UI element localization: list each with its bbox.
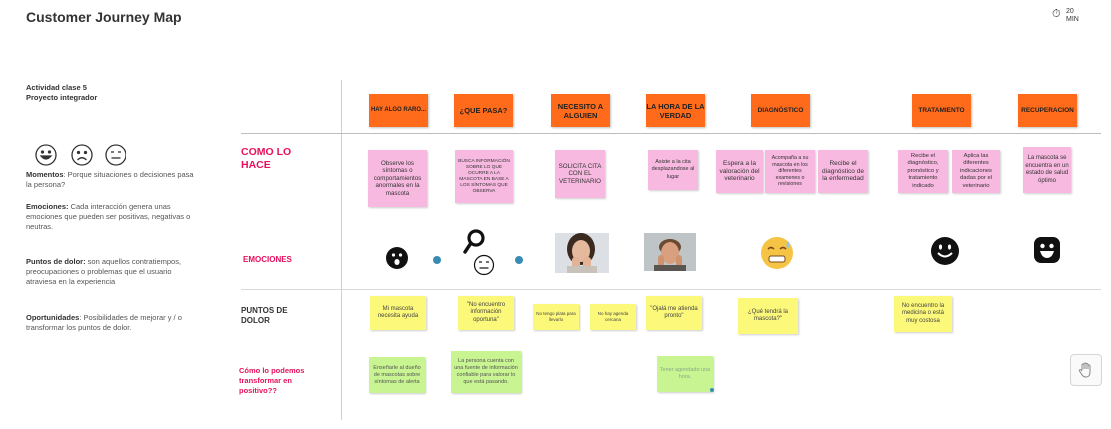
shocked-face-icon	[385, 246, 409, 275]
pain-note[interactable]: No tengo plata para llevarlo	[533, 304, 579, 330]
stressed-man-photo	[644, 233, 696, 276]
como-note[interactable]: SOLICITA CITA CON EL VETERINARIO	[555, 150, 605, 198]
como-note[interactable]: Acompaña a su mascota en los diferentes …	[765, 150, 815, 193]
emotion-dot	[515, 256, 523, 264]
activity-info: Actividad clase 5 Proyecto integrador	[26, 83, 97, 103]
grinning-face-icon	[1033, 236, 1061, 269]
stage-card[interactable]: NECESITO A ALGUIEN	[551, 94, 610, 127]
stage-card[interactable]: DIAGNÓSTICO	[751, 94, 810, 127]
opportunity-note[interactable]: Tener agendado una hora.	[657, 356, 713, 392]
row-divider	[241, 133, 1101, 134]
row-label-emociones: EMOCIONES	[243, 255, 292, 264]
column-divider	[341, 80, 342, 420]
legend-momentos: Momentos: Porque situaciones o decisione…	[26, 170, 194, 189]
como-note[interactable]: Recibe el diagnóstico, pronóstico y trat…	[898, 150, 948, 193]
legend-emociones: Emociones: Cada interacción genera unas …	[26, 202, 191, 231]
como-note[interactable]: La mascota se encuentra en un estado de …	[1023, 147, 1071, 193]
hand-icon	[1078, 362, 1091, 378]
sad-face-icon	[71, 144, 93, 166]
stopwatch-icon: ⏱	[1052, 8, 1061, 20]
pain-note[interactable]: ¿Qué tendrá la mascota?"	[738, 298, 798, 334]
neutral-face-icon	[105, 144, 127, 166]
stage-card[interactable]: RECUPERACION	[1018, 94, 1077, 127]
magnifier-icon	[462, 229, 488, 262]
pain-note[interactable]: Mi mascota necesita ayuda	[370, 296, 426, 330]
activity-line-2: Proyecto integrador	[26, 93, 98, 102]
timer-unit: MIN	[1066, 16, 1079, 23]
como-note[interactable]: Observe los síntomas o comportamientos a…	[368, 150, 427, 207]
row-label-puntos: PUNTOS DE DOLOR	[241, 306, 288, 325]
pain-note[interactable]: "Ojalá me atienda pronto"	[646, 296, 702, 330]
emotion-dot	[433, 256, 441, 264]
happy-face-icon	[930, 236, 960, 271]
row-label-transformar: Cómo lo podemos transformar en positivo?…	[239, 366, 305, 395]
legend-puntos-dolor: Puntos de dolor: son aquellos contratiem…	[26, 257, 182, 286]
sweating-face-icon	[758, 235, 796, 276]
smile-face-icon	[35, 144, 57, 166]
page-title: Customer Journey Map	[26, 9, 182, 25]
note-resize-handle[interactable]	[710, 388, 714, 392]
legend-faces	[34, 143, 127, 172]
stage-card[interactable]: TRATAMIENTO	[912, 94, 971, 127]
worried-woman-photo	[555, 233, 609, 278]
neutral-face-icon	[473, 254, 495, 281]
row-label-como: COMO LO HACE	[241, 146, 292, 171]
opportunity-note[interactable]: Enseñarle al dueño de mascotas sobre sín…	[369, 357, 425, 393]
como-note[interactable]: Asiste a la cita desplazandose al lugar	[648, 150, 698, 190]
como-note[interactable]: Aplica las diferentes indicaciones dadas…	[952, 150, 1000, 193]
row-divider-2	[241, 289, 1101, 290]
pain-note[interactable]: No hay agenda cercana	[590, 304, 636, 330]
hand-tool-button[interactable]	[1070, 354, 1102, 386]
activity-line-1: Actividad clase 5	[26, 83, 87, 92]
stage-card[interactable]: LA HORA DE LA VERDAD	[646, 94, 705, 127]
stage-card[interactable]: HAY ALGO RARO...	[369, 94, 428, 127]
como-note[interactable]: Recibe el diagnóstico de la enfermedad	[818, 150, 868, 193]
stage-card[interactable]: ¿QUE PASA?	[454, 94, 513, 127]
opportunity-note[interactable]: La persona cuenta con una fuente de info…	[451, 351, 521, 393]
legend-oportunidades: Oportunidades: Posibilidades de mejorar …	[26, 313, 182, 332]
como-note[interactable]: BUSCA INFORMACIÓN SOBRE LO QUE OCURRE A …	[455, 150, 513, 203]
timer-number: 20	[1066, 8, 1074, 15]
pain-note[interactable]: "No encuentro información oportuna"	[458, 296, 514, 330]
como-note[interactable]: Espera a la valoración del veterinario	[716, 150, 763, 193]
pain-note[interactable]: No encuentro la medicina o está muy cost…	[894, 296, 952, 332]
